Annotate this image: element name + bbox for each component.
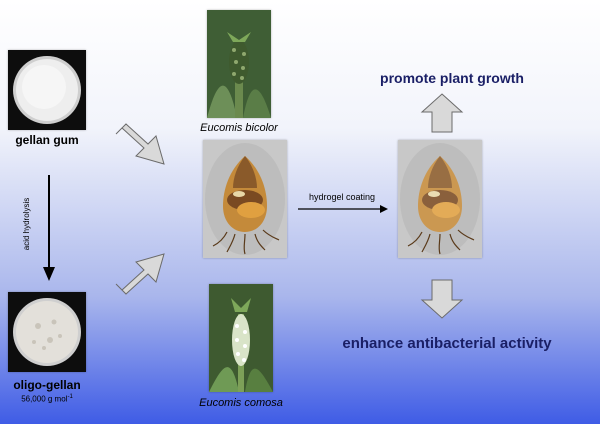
oligo-gellan-mw-unit-exponent: -1 — [67, 394, 73, 400]
bulb-photo-uncoated — [203, 140, 287, 258]
oligo-gellan-mw-value: 56,000 g mol — [21, 394, 68, 404]
enhance-antibacterial-label: enhance antibacterial activity — [342, 335, 552, 352]
bulb-coated-illustration — [398, 140, 482, 258]
acid-hydrolysis-label: acid hydrolysis — [22, 197, 31, 251]
bulb-uncoated-illustration — [203, 140, 287, 258]
eucomis-bicolor-photo — [207, 10, 271, 118]
arrow-down-hydrolysis — [43, 175, 55, 281]
eucomis-comosa-caption: Eucomis comosa — [199, 397, 283, 409]
gellan-gum-label: gellan gum — [15, 133, 79, 147]
block-arrow-from-gellan — [115, 123, 165, 165]
petri-dish-gellan-illustration — [8, 50, 86, 130]
eucomis-comosa-illustration — [209, 284, 273, 392]
block-arrow-from-oligo — [115, 253, 165, 295]
oligo-gellan-label: oligo-gellan — [13, 378, 81, 392]
eucomis-comosa-photo — [209, 284, 273, 392]
arrow-hydrogel-coating — [298, 205, 388, 213]
block-arrow-up — [420, 93, 464, 133]
petri-dish-oligo-illustration — [8, 292, 86, 372]
oligo-gellan-photo — [8, 292, 86, 372]
bulb-photo-coated — [398, 140, 482, 258]
eucomis-bicolor-caption: Eucomis bicolor — [200, 122, 278, 134]
oligo-gellan-mw: 56,000 g mol-1 — [0, 394, 94, 404]
hydrogel-coating-label: hydrogel coating — [308, 192, 376, 202]
promote-plant-growth-label: promote plant growth — [380, 70, 524, 86]
block-arrow-down — [420, 279, 464, 319]
eucomis-bicolor-illustration — [207, 10, 271, 118]
gellan-gum-photo — [8, 50, 86, 130]
